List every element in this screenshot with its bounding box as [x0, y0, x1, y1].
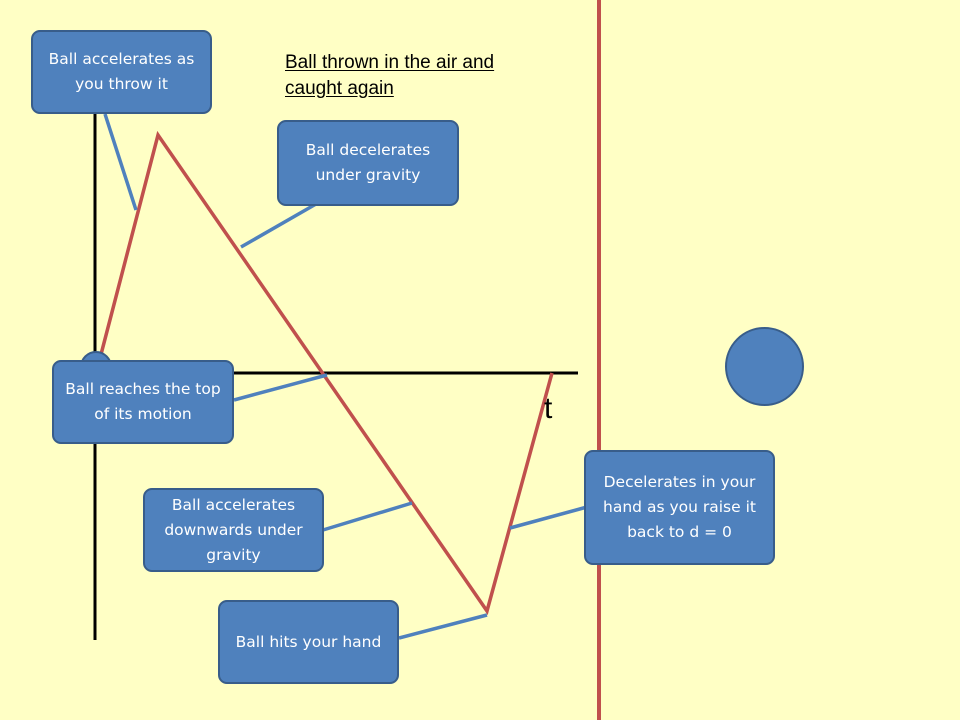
callout-accelerates-throw: Ball accelerates as you throw it	[31, 30, 212, 114]
connector-accelerates-down	[322, 501, 413, 532]
connector-accelerates-throw	[103, 113, 138, 211]
connector-decelerates-hand	[509, 505, 588, 530]
diagram-title: Ball thrown in the air and caught again	[285, 52, 495, 99]
callout-decelerates-gravity: Ball decelerates under gravity	[277, 120, 459, 206]
connector-hits-hand	[398, 613, 488, 640]
displacement-graph-line	[96, 130, 554, 616]
connector-reaches-top	[233, 373, 328, 402]
t-axis-label: t	[544, 392, 553, 425]
callout-reaches-top: Ball reaches the top of its motion	[52, 360, 234, 444]
callout-hits-hand: Ball hits your hand	[218, 600, 399, 684]
ball-circle	[725, 327, 804, 406]
callout-accelerates-down: Ball accelerates downwards under gravity	[143, 488, 324, 572]
connector-decelerates-gravity	[240, 202, 317, 249]
callout-decelerates-hand: Decelerates in your hand as you raise it…	[584, 450, 775, 565]
